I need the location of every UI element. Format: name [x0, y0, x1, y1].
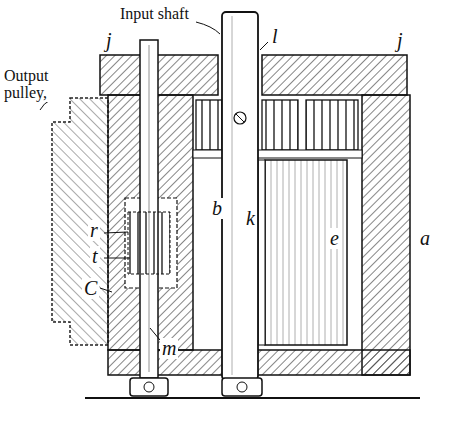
- part-letter: j: [104, 30, 114, 51]
- part-letter: e: [328, 228, 341, 249]
- part-name: Input shaft: [118, 6, 191, 23]
- part-letter: b: [210, 198, 224, 219]
- leader-line: [40, 22, 268, 340]
- gear-ring: [193, 100, 362, 158]
- output-pulley: [52, 98, 108, 345]
- part-letter: a: [418, 228, 432, 249]
- part-letter: m: [160, 338, 178, 359]
- eccentric-gear: [258, 160, 347, 345]
- part-letter: k: [244, 208, 257, 229]
- output-shaft: [128, 40, 170, 378]
- part-name: Output pulley,: [2, 68, 68, 102]
- part-letter: t: [90, 246, 100, 267]
- part-letter: j: [395, 30, 405, 51]
- part-letter: l: [270, 26, 280, 47]
- part-letter: C: [82, 278, 99, 299]
- nut: [130, 378, 262, 396]
- input-shaft: [222, 12, 258, 380]
- part-letter: r: [88, 220, 100, 241]
